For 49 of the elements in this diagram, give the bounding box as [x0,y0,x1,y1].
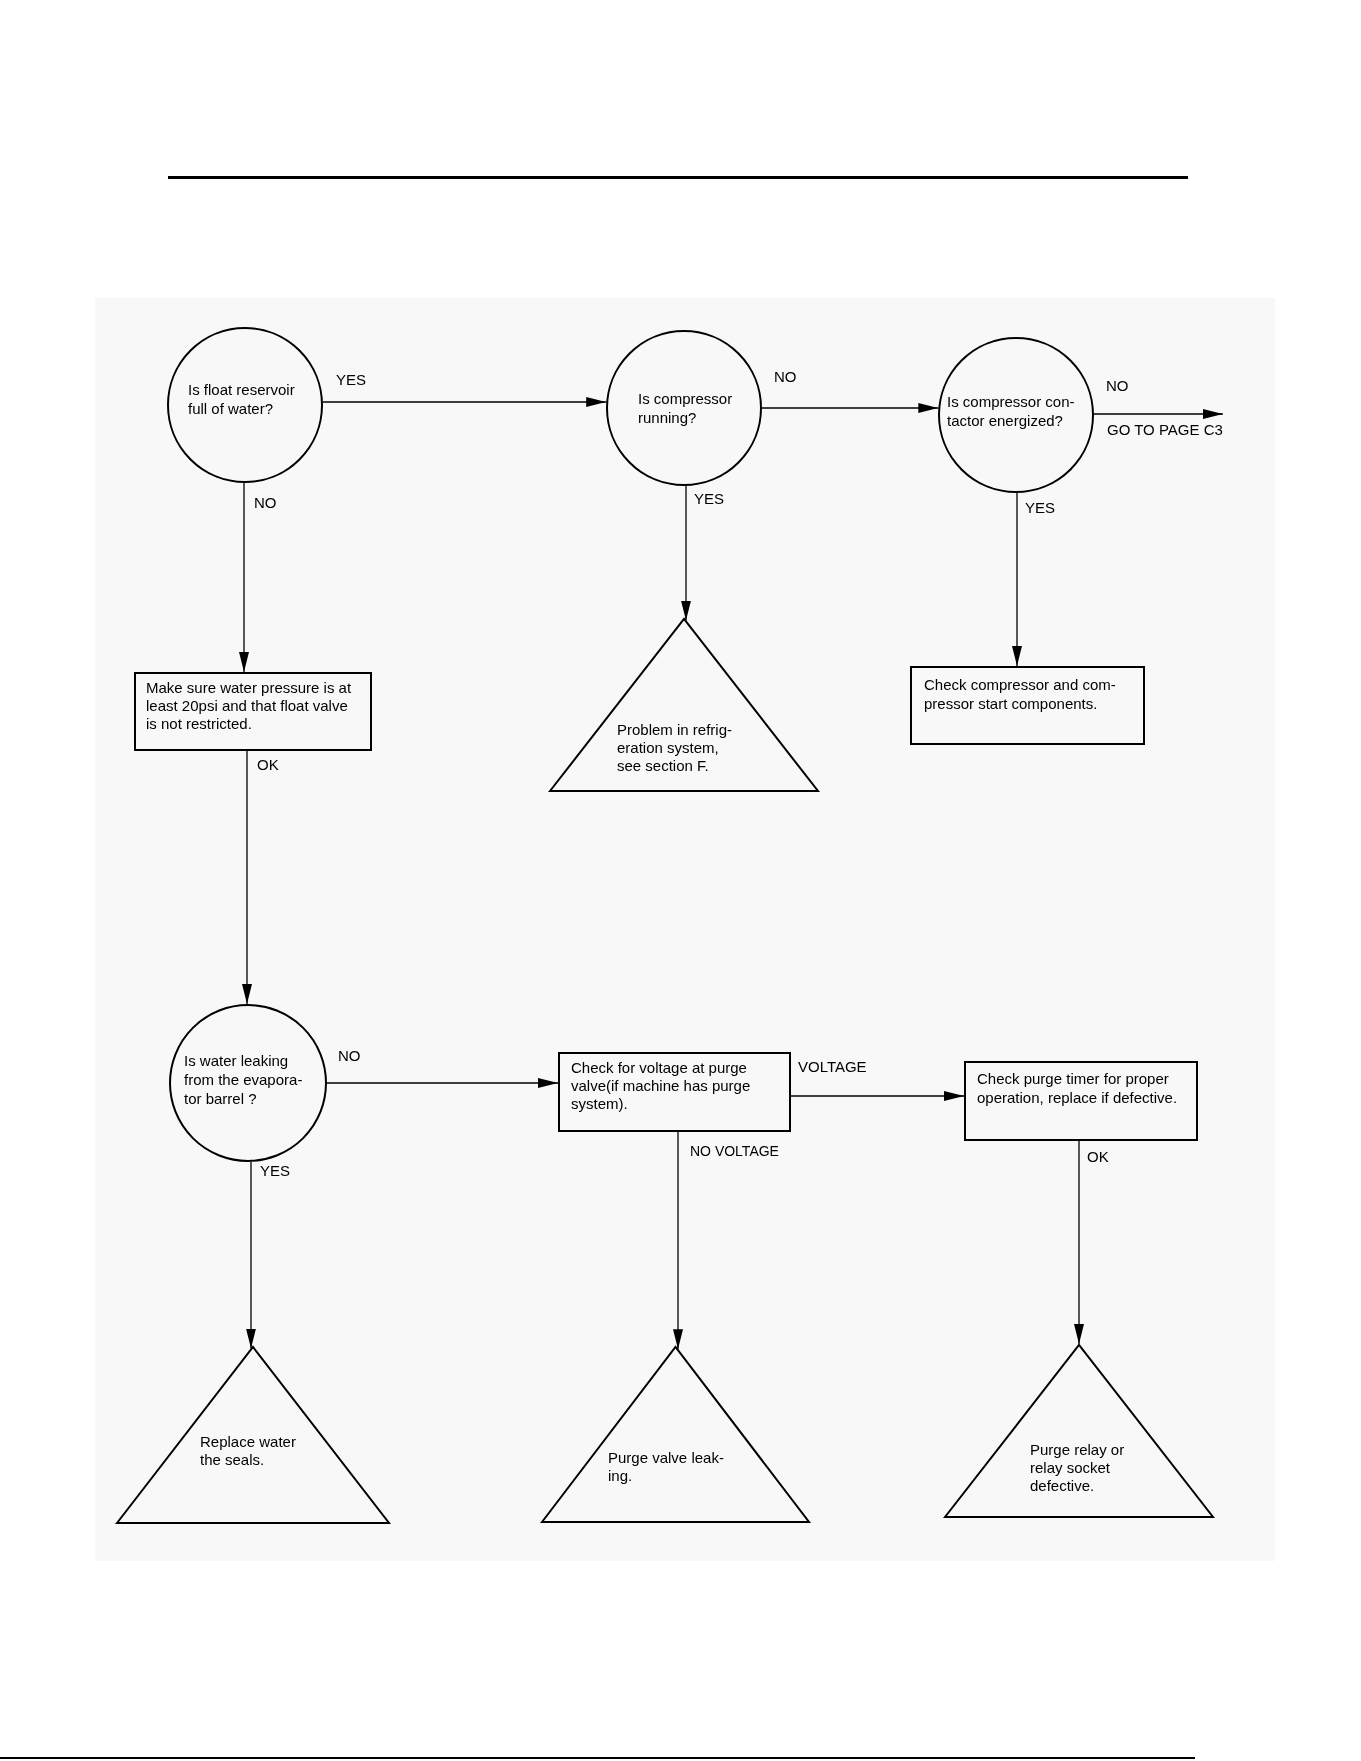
result-text: Purge relay or relay socket defective. [1030,1441,1126,1495]
edge-label: OK [1087,1149,1109,1164]
arrow [326,1078,559,1088]
edge-label: NO [254,495,277,510]
edge-label: NO [1106,378,1129,393]
edge-label: VOLTAGE [798,1059,867,1074]
edge-label: YES [260,1163,290,1178]
action-box [964,1061,1198,1141]
result-triangle [541,1346,810,1523]
question-text: Is water leaking from the evapora- tor barrel ? [184,1051,304,1108]
edge-label: NO [338,1048,361,1063]
instruction-text: Check for voltage at purge valve(if machine has purge system). [571,1059,752,1113]
arrow [673,1131,683,1350]
action-box [910,666,1145,745]
result-triangle [116,1346,390,1524]
edge-label: NO VOLTAGE [690,1144,779,1158]
edge-label: YES [1025,500,1055,515]
instruction-text: Check purge timer for proper operation, replace if defective. [977,1069,1179,1107]
decision-circle [938,337,1094,493]
result-text: Problem in refrig- eration system, see section F. [617,721,734,775]
result-triangle [549,618,819,792]
arrow [322,397,607,407]
edge-label: OK [257,757,279,772]
question-text: Is float reservoir full of water? [188,380,296,418]
arrow [790,1091,965,1101]
edge-label: YES [336,372,366,387]
instruction-text: Check compressor and com- pressor start components. [924,675,1117,713]
decision-circle [167,327,323,483]
arrow [761,403,939,413]
arrow [242,750,252,1005]
action-box [558,1052,791,1132]
arrow [239,482,249,673]
arrow [1074,1140,1084,1345]
result-text: Replace water the seals. [200,1433,297,1469]
arrow [1093,409,1224,419]
result-triangle [944,1344,1214,1518]
edge-label: NO [774,369,797,384]
question-text: Is compressor con- tactor energized? [947,392,1076,430]
action-box [134,672,372,751]
question-text: Is compressor running? [638,389,734,427]
decision-circle [169,1004,327,1162]
result-text: Purge valve leak- ing. [608,1449,725,1485]
page-reference-note: GO TO PAGE C3 [1107,422,1223,437]
arrow [681,485,691,622]
edge-label: YES [694,491,724,506]
arrow [1012,492,1022,667]
instruction-text: Make sure water pressure is at least 20psi and that float valve is not restricted. [146,679,353,733]
decision-circle [606,330,762,486]
arrow [246,1161,256,1350]
